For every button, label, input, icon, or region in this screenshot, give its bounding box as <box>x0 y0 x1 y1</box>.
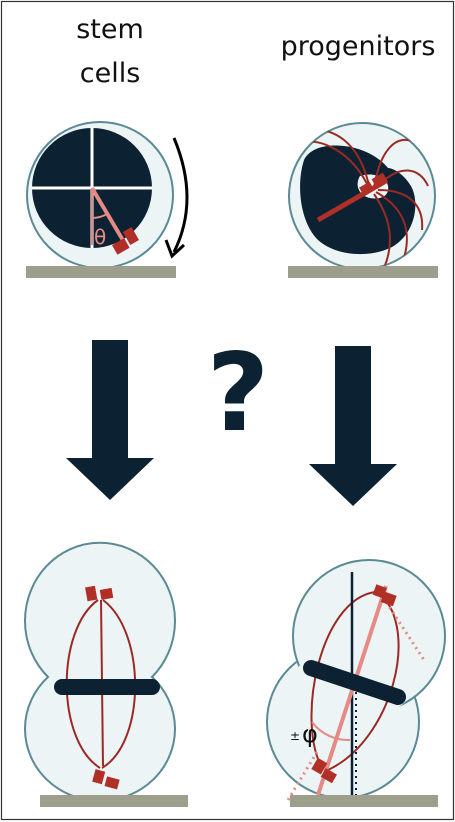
stem-cells-label-line2: cells <box>60 57 160 91</box>
down-arrow-left-icon <box>66 340 154 500</box>
theta-symbol: θ <box>94 225 106 249</box>
dividing-cell-body <box>25 543 175 801</box>
ground-bar-bottom-right <box>290 795 438 807</box>
ground-bar-top-left <box>26 266 176 278</box>
ground-bar-top-right <box>288 266 438 278</box>
question-mark: ? <box>196 340 280 448</box>
stem-cells-label-line1: stem <box>60 13 160 47</box>
phi-symbol: φ <box>302 720 318 748</box>
down-arrow-right-icon <box>309 346 397 506</box>
stem-cell-dividing <box>25 543 175 801</box>
progenitors-label: progenitors <box>268 30 448 64</box>
stem-cell-interphase: θ <box>27 122 187 268</box>
rotation-arrow-icon <box>174 138 187 252</box>
progenitor-cell-dividing: ± φ <box>267 560 445 800</box>
progenitor-cell-interphase <box>289 123 435 269</box>
ground-bar-bottom-left <box>40 795 188 807</box>
pm-symbol: ± <box>290 729 300 743</box>
